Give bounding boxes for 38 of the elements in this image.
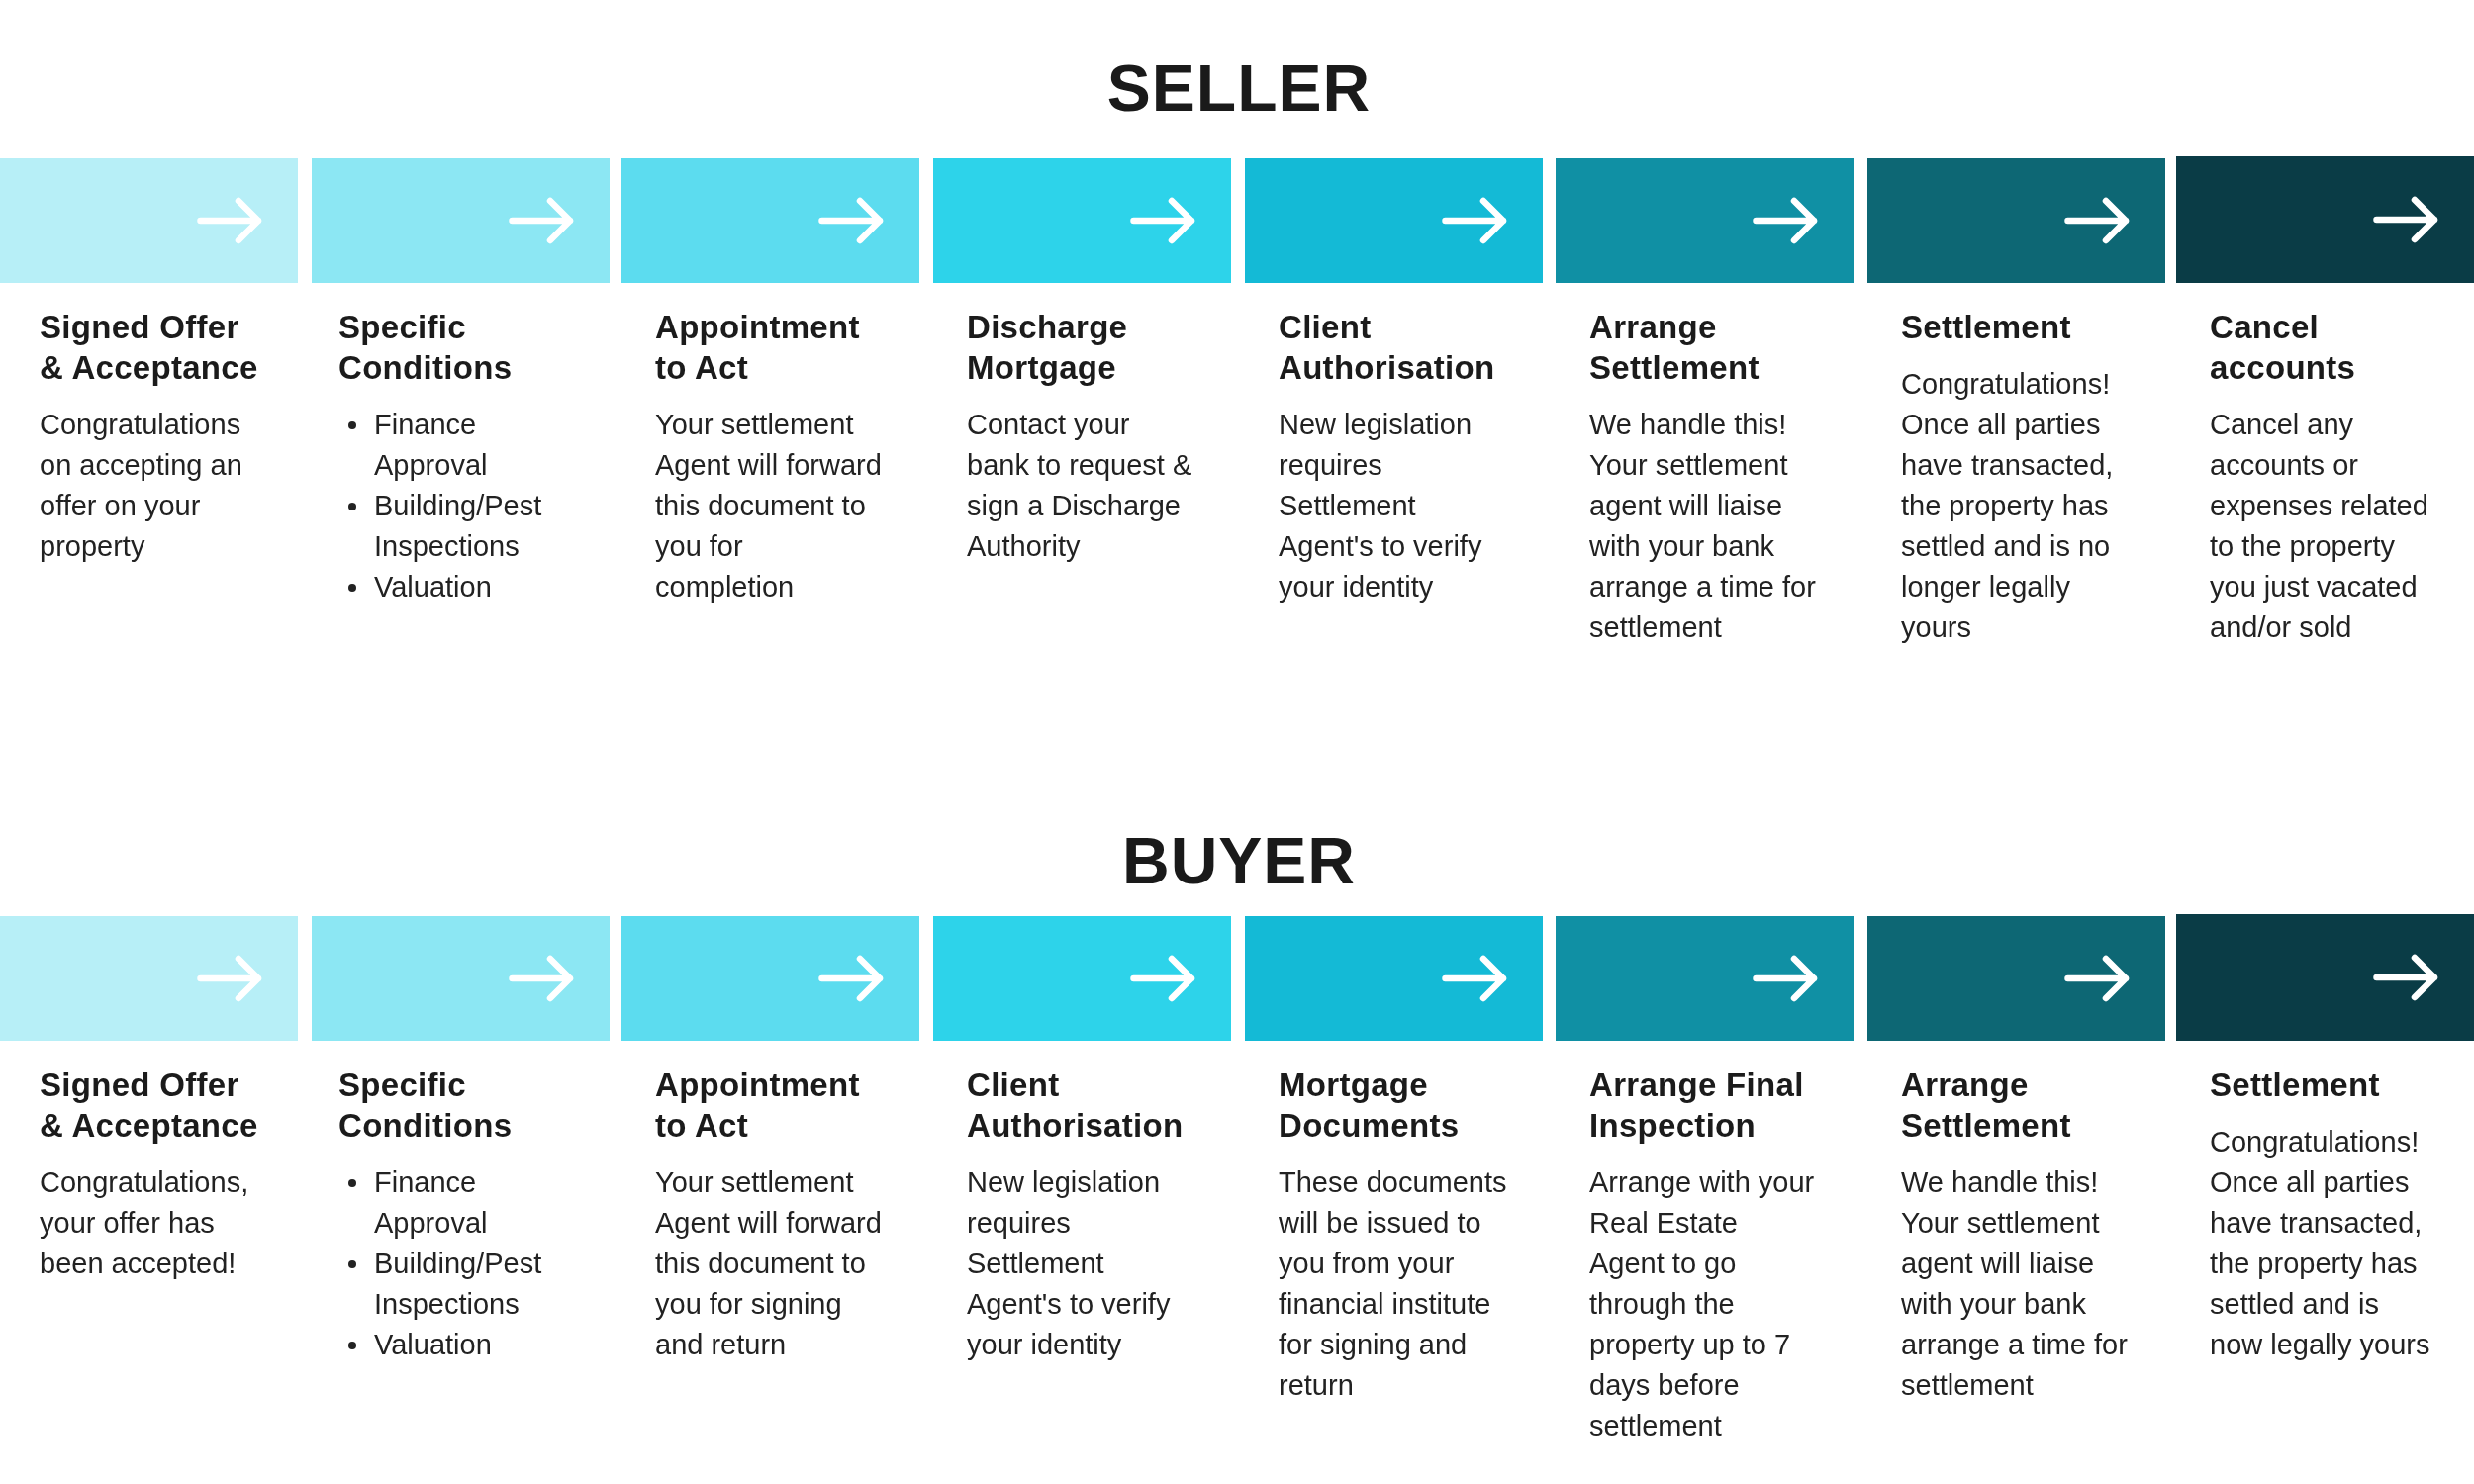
step-description: Your settlement Agent will forward this document to you for signing and return [655, 1165, 883, 1362]
list-item: Building/Pest Inspections [374, 489, 543, 564]
step-heading: Specific Conditions [338, 308, 514, 388]
step-heading: Arrange Settlement [1589, 308, 1760, 388]
list-item: Building/Pest Inspections [374, 1247, 543, 1322]
list-item: Finance Approval [374, 408, 489, 483]
step-description: Congratulations! Once all parties have transacted, the property has settled and is now legally yours [2210, 1125, 2431, 1362]
step-heading: Settlement [1901, 308, 2072, 347]
step-description: Congratulations! Once all parties have transacted, the property has settled and is no longer legally yours [1901, 367, 2115, 645]
step-heading: Settlement [2210, 1066, 2381, 1105]
step-heading: Signed Offer & Acceptance [40, 308, 259, 388]
step-heading: Client Authorisation [967, 1066, 1185, 1146]
step-description: Cancel any accounts or expenses related to the property you just vacated and/or sold [2210, 408, 2429, 645]
step-heading: Appointment to Act [655, 1066, 861, 1146]
step-description: Arrange with your Real Estate Agent to go through the property up to 7 days before settlement [1589, 1165, 1816, 1443]
step-heading: Cancel accounts [2210, 308, 2357, 388]
section-title: BUYER [1122, 828, 1356, 893]
step-heading: Discharge Mortgage [967, 308, 1129, 388]
step-heading: Mortgage Documents [1279, 1066, 1461, 1146]
step-heading: Arrange Final Inspection [1589, 1066, 1805, 1146]
step-heading: Client Authorisation [1279, 308, 1496, 388]
step-description: New legislation requires Settlement Agent's to verify your identity [967, 1165, 1172, 1362]
step-description: Congratulations on accepting an offer on your property [40, 408, 243, 564]
step-heading: Arrange Settlement [1901, 1066, 2072, 1146]
step-heading: Signed Offer & Acceptance [40, 1066, 259, 1146]
step-description: Contact your bank to request & sign a Discharge Authority [967, 408, 1193, 564]
list-item: Valuation [374, 1328, 493, 1362]
list-item: Finance Approval [374, 1165, 489, 1241]
step-description: We handle this! Your settlement agent will liaise with your bank arrange a time for settlement [1589, 408, 1817, 645]
step-description: These documents will be issued to you from your financial institute for signing and return [1279, 1165, 1508, 1403]
step-description: Your settlement Agent will forward this document to you for completion [655, 408, 883, 604]
step-description: New legislation requires Settlement Agent's to verify your identity [1279, 408, 1483, 604]
step-heading: Specific Conditions [338, 1066, 514, 1146]
section-title: SELLER [1106, 55, 1372, 121]
step-description: Congratulations, your offer has been accepted! [40, 1165, 250, 1281]
step-heading: Appointment to Act [655, 308, 861, 388]
list-item: Valuation [374, 570, 493, 604]
step-description: We handle this! Your settlement agent will liaise with your bank arrange a time for settlement [1901, 1165, 2129, 1403]
